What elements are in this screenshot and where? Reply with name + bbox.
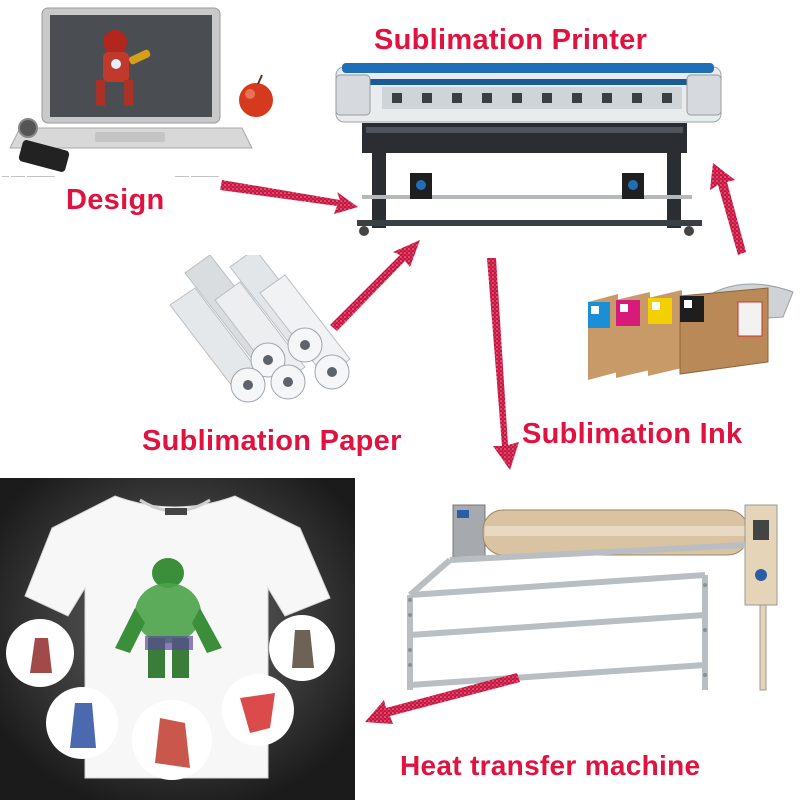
ink-box-icon [588, 283, 794, 380]
svg-text:— —— ————: — —— ———— [2, 173, 55, 180]
paper-label: Sublimation Paper [142, 425, 402, 457]
laptop-icon [9, 7, 253, 149]
printer-image [322, 55, 727, 245]
heat-label: Heat transfer machine [400, 750, 701, 781]
heat-press-icon [407, 504, 778, 691]
apple-icon [239, 74, 273, 117]
printer-icon [335, 63, 722, 236]
design-laptop-image: — —— ———— —— ———— [0, 0, 280, 180]
design-label: Design [66, 184, 165, 216]
svg-text:—— ————: —— ———— [175, 173, 219, 180]
ink-image [578, 272, 798, 392]
ink-label: Sublimation Ink [522, 418, 743, 450]
phone-icon [18, 118, 70, 172]
tshirt-image [0, 478, 355, 800]
paper-roll-icon [169, 255, 351, 403]
printer-label: Sublimation Printer [374, 24, 648, 56]
arrow-printer-to-heat [487, 258, 519, 470]
paper-image [160, 255, 355, 410]
heat-machine-image [405, 500, 790, 700]
